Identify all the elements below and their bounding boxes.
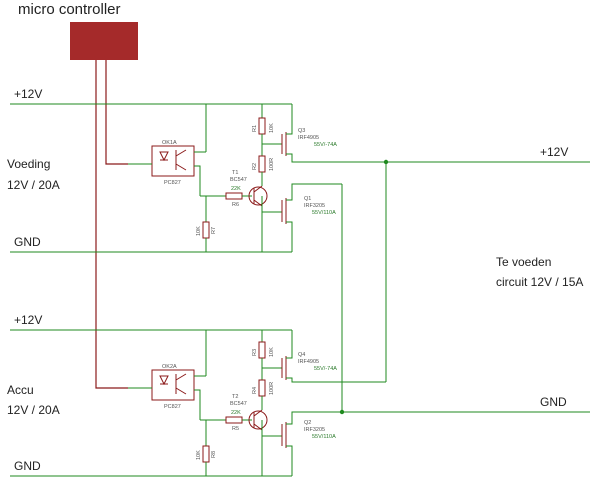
opto-name-ok2a: OK2A — [162, 364, 177, 370]
mc-signal-line-top — [105, 60, 128, 165]
t1-symbol — [253, 185, 263, 207]
q3-name: Q3 — [298, 128, 305, 134]
wire-q2-gate — [261, 420, 282, 437]
junction-plus — [383, 159, 389, 165]
mosfet-q2 — [281, 422, 287, 448]
transistor-t2 — [248, 410, 268, 430]
q4-part: IRF4905 — [298, 359, 319, 365]
source-name-accu: Accu — [7, 383, 34, 397]
rail-gnd-top: GND — [14, 235, 41, 249]
t2-symbol — [253, 409, 263, 431]
q2-part: IRF3205 — [304, 427, 325, 433]
opto-part-ok1a: PC827 — [164, 180, 181, 186]
r2-value: 100R — [269, 158, 275, 171]
q2-rating: 55V/110A — [312, 434, 336, 440]
junction-gnd — [339, 409, 345, 415]
r1-value: 10K — [269, 123, 275, 133]
r6-name: R6 — [232, 202, 239, 208]
r4-name: R4 — [252, 387, 258, 394]
t1-name: T1 — [232, 170, 238, 176]
wire-q1-source — [286, 221, 293, 252]
source-rating-voeding: 12V / 20A — [7, 178, 60, 192]
source-rating-accu: 12V / 20A — [7, 403, 60, 417]
mosfet-q4 — [281, 356, 287, 380]
q4-name: Q4 — [298, 352, 305, 358]
rail-plus-12v-bottom: +12V — [14, 313, 42, 327]
rail-gnd-bottom: GND — [14, 459, 41, 473]
r6-value: 22K — [231, 186, 241, 192]
output-load-line1: Te voeden — [496, 255, 551, 269]
t2-part: BC547 — [230, 401, 247, 407]
optocoupler-ok2a — [151, 369, 195, 401]
resistor-r7 — [202, 221, 210, 239]
q3-rating: 55V/-74A — [314, 142, 337, 148]
t2-name: T2 — [232, 394, 238, 400]
resistor-r2 — [258, 155, 266, 173]
q1-part: IRF3205 — [304, 203, 325, 209]
micro-controller-block — [70, 22, 138, 60]
opto-part-ok2a: PC827 — [164, 404, 181, 410]
q3-part: IRF4905 — [298, 135, 319, 141]
output-rail-gnd: GND — [540, 395, 567, 409]
optocoupler-ok1a — [151, 145, 195, 177]
output-load-line2: circuit 12V / 15A — [496, 275, 583, 289]
q1-rating: 55V/110A — [312, 210, 336, 216]
wire-q1-drain — [286, 183, 342, 201]
r5-name: R5 — [232, 426, 239, 432]
wire-opto-e-top — [194, 165, 201, 196]
r8-value: 10K — [196, 450, 202, 460]
wire-q1-gate — [261, 196, 282, 213]
wire-q3-drain — [286, 153, 386, 163]
r7-name: R7 — [211, 227, 217, 234]
r7-value: 10K — [196, 226, 202, 236]
resistor-r6 — [225, 192, 243, 200]
wire-q2-source — [286, 445, 293, 476]
q2-name: Q2 — [304, 420, 311, 426]
r2-name: R2 — [252, 163, 258, 170]
source-name-voeding: Voeding — [7, 157, 50, 171]
r3-name: R3 — [252, 349, 258, 356]
wire-q4-source — [286, 330, 293, 359]
r4-value: 100R — [269, 382, 275, 395]
r5-value: 22K — [231, 410, 241, 416]
output-rail-plus-12v: +12V — [540, 145, 568, 159]
resistor-r4 — [258, 379, 266, 397]
wire-q3-source — [286, 104, 293, 135]
r1-name: R1 — [252, 125, 258, 132]
resistor-r3 — [258, 341, 266, 359]
opto2-led-symbol — [159, 375, 169, 386]
rail-plus-12v-top: +12V — [14, 87, 42, 101]
mc-signal-line-bottom — [95, 60, 128, 389]
r3-value: 10K — [269, 347, 275, 357]
transistor-t1 — [248, 186, 268, 206]
opto-name-ok1a: OK1A — [162, 140, 177, 146]
resistor-r5 — [225, 416, 243, 424]
micro-controller-label: micro controller — [18, 1, 121, 18]
opto-led-symbol — [159, 151, 169, 162]
q1-name: Q1 — [304, 196, 311, 202]
opto2-phototransistor-symbol — [175, 373, 187, 395]
resistor-r1 — [258, 117, 266, 135]
q4-rating: 55V/-74A — [314, 366, 337, 372]
mosfet-q1 — [281, 198, 287, 224]
opto-phototransistor-symbol — [175, 149, 187, 171]
r8-name: R8 — [211, 451, 217, 458]
resistor-r8 — [202, 445, 210, 463]
mosfet-q3 — [281, 132, 287, 156]
wire-opto-e-bottom — [194, 389, 201, 420]
wire-q4-drain — [286, 377, 386, 383]
wire-q2-drain — [286, 411, 342, 425]
t1-part: BC547 — [230, 177, 247, 183]
